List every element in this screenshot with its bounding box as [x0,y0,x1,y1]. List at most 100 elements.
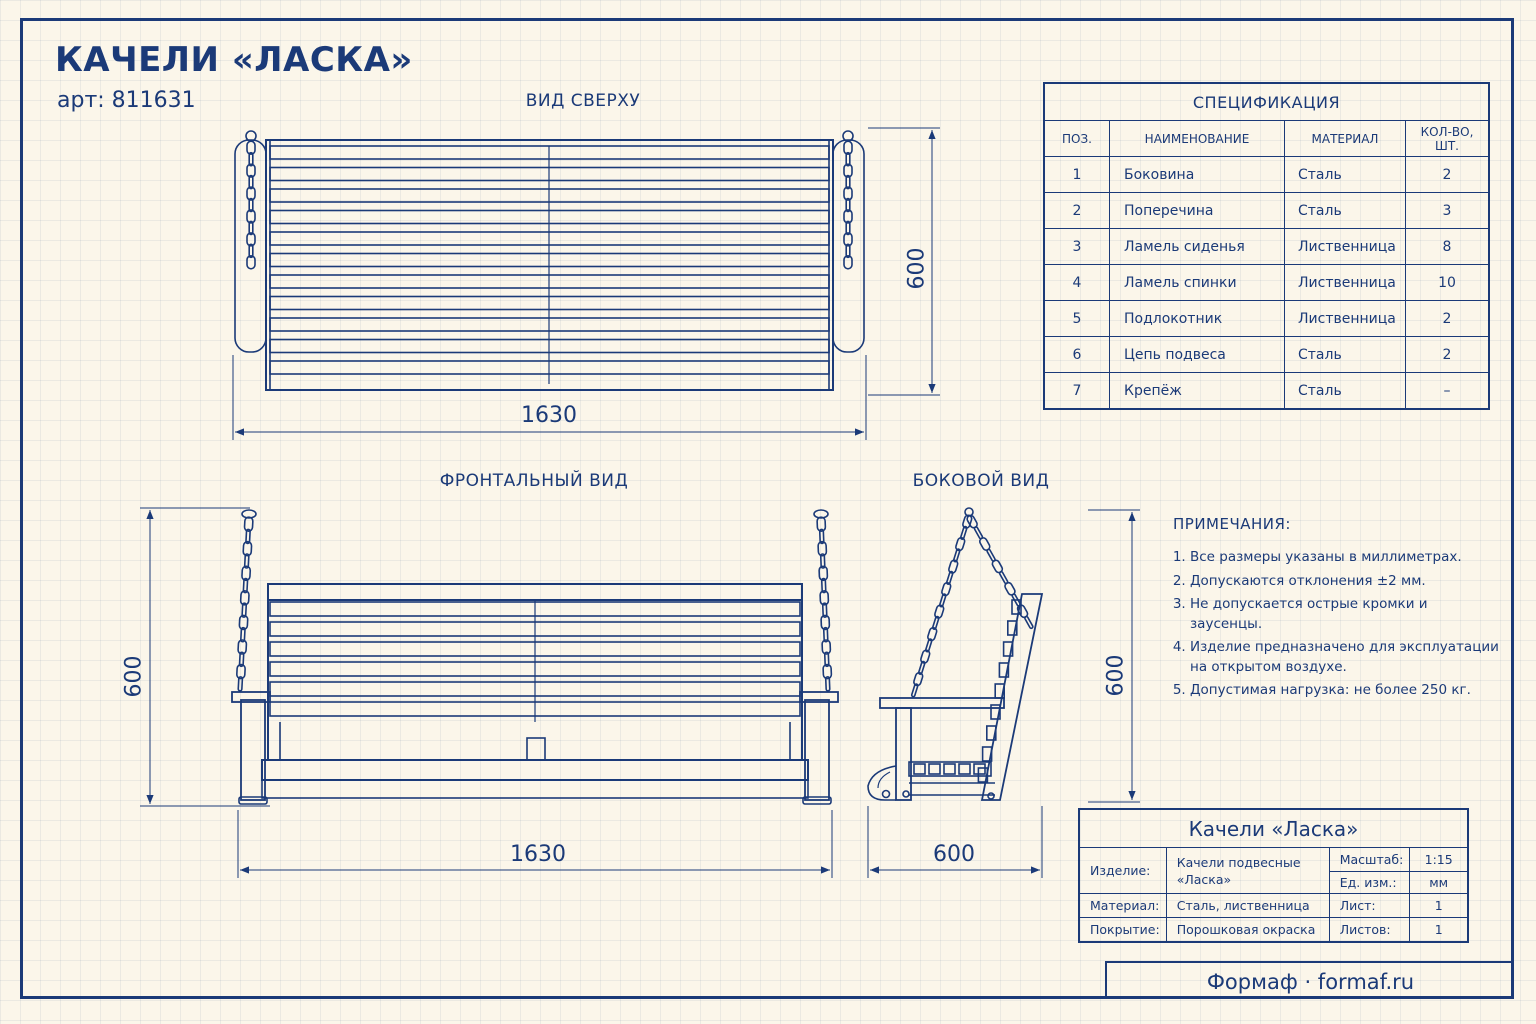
chain-link [913,671,924,687]
chain-link [843,209,853,224]
chain-link [822,663,833,680]
spec-header-qty: КОЛ-ВО, ШТ. [1405,120,1490,157]
notes-heading: ПРИМЕЧАНИЯ: [1173,515,1291,533]
front-view-width-dim: 1630 [510,842,566,867]
chain-link [824,676,831,692]
chain-link [845,174,851,190]
side-back-slat [1006,620,1018,636]
spec-material: Лиственница [1284,228,1406,265]
chain-link [845,151,851,167]
chain-link [843,186,853,201]
chain-link [843,232,853,247]
article-number: арт: 811631 [57,88,196,113]
chain-link [959,525,968,540]
chain-link [246,163,256,178]
chain-link [243,553,250,569]
side-view-chains [910,514,1034,698]
side-seat-slat [913,763,926,775]
side-seat-slat [943,763,956,775]
chain-link [248,197,254,213]
chain-link [242,540,253,557]
drawing-title: КАЧЕЛИ «ЛАСКА» [55,40,413,80]
front-view [140,507,839,878]
spec-qty: 3 [1405,192,1490,229]
chain-link [910,683,919,698]
product-value: Качели подвесные «Ласка» [1165,847,1330,894]
front-left-chain [236,516,254,692]
spec-qty: 2 [1405,336,1490,373]
spec-pos: 2 [1043,192,1110,229]
chain-link [845,220,851,236]
spec-material: Сталь [1284,156,1406,193]
spec-name: Поперечина [1109,192,1285,229]
chain-link [816,516,827,532]
side-seat-slat [928,763,941,775]
front-right-chain [816,516,833,692]
chain-link [246,232,256,247]
chain-link [917,660,926,675]
spec-caption: СПЕЦИФИКАЦИЯ [1043,82,1490,121]
sheets-label: Листов: [1328,917,1411,942]
chain-link [920,649,931,664]
chain-link [820,577,827,594]
sheet-value: 1 [1409,893,1469,918]
spec-pos: 3 [1043,228,1110,265]
chain-link [948,559,959,574]
chain-link [237,676,244,692]
spec-name: Ламель сиденья [1109,228,1285,265]
spec-qty: 10 [1405,264,1490,301]
top-left-armrest [234,139,267,353]
chain-link [955,536,966,552]
chain-link [246,254,256,270]
side-seat-slat [958,763,971,775]
chain-link [986,548,996,562]
spec-pos: 1 [1043,156,1110,193]
chain-link [248,243,254,259]
spec-name: Ламель спинки [1109,264,1285,301]
material-value: Сталь, лиственница [1165,893,1330,918]
product-label: Изделие: [1078,847,1167,894]
notes-block: ПРИМЕЧАНИЯ: Все размеры указаны в миллим… [1173,515,1503,705]
top-view [232,127,940,440]
spec-qty: 8 [1405,228,1490,265]
chain-link [945,570,954,585]
notes-list: Все размеры указаны в миллиметрах.Допуск… [1173,548,1503,701]
chain-link [973,526,984,540]
sheet-label: Лист: [1328,893,1411,918]
chain-link [820,614,831,631]
chain-link [941,581,952,597]
spec-pos: 7 [1043,372,1110,410]
side-back-slat [981,746,993,762]
top-view-label: ВИД СВЕРХУ [525,91,641,111]
chain-link [246,209,256,224]
spec-pos: 5 [1043,300,1110,337]
top-right-armrest [832,139,865,353]
spec-pos: 4 [1043,264,1110,301]
spec-qty: 2 [1405,156,1490,193]
chain-link [843,163,853,178]
chain-link [817,540,828,557]
front-view-label: ФРОНТАЛЬНЫЙ ВИД [439,471,629,491]
chain-link [248,174,254,190]
chain-link [845,243,851,259]
chain-link [927,626,938,642]
drawing-frame [20,18,1514,999]
chain-link [952,548,961,563]
note-item: Не допускается острые кромки и заусенцы. [1190,595,1503,634]
side-view-seat-slats [913,763,986,775]
chain-link [819,590,830,606]
scale-label: Масштаб: [1328,847,1411,872]
title-block-name: Качели «Ласка» [1078,808,1469,848]
chain-link [819,553,826,569]
chain-link [240,626,246,643]
side-view-back-slats [977,599,1022,783]
chain-link [821,602,828,618]
chain-link [239,590,250,606]
top-view-width-dim: 1630 [521,403,577,428]
